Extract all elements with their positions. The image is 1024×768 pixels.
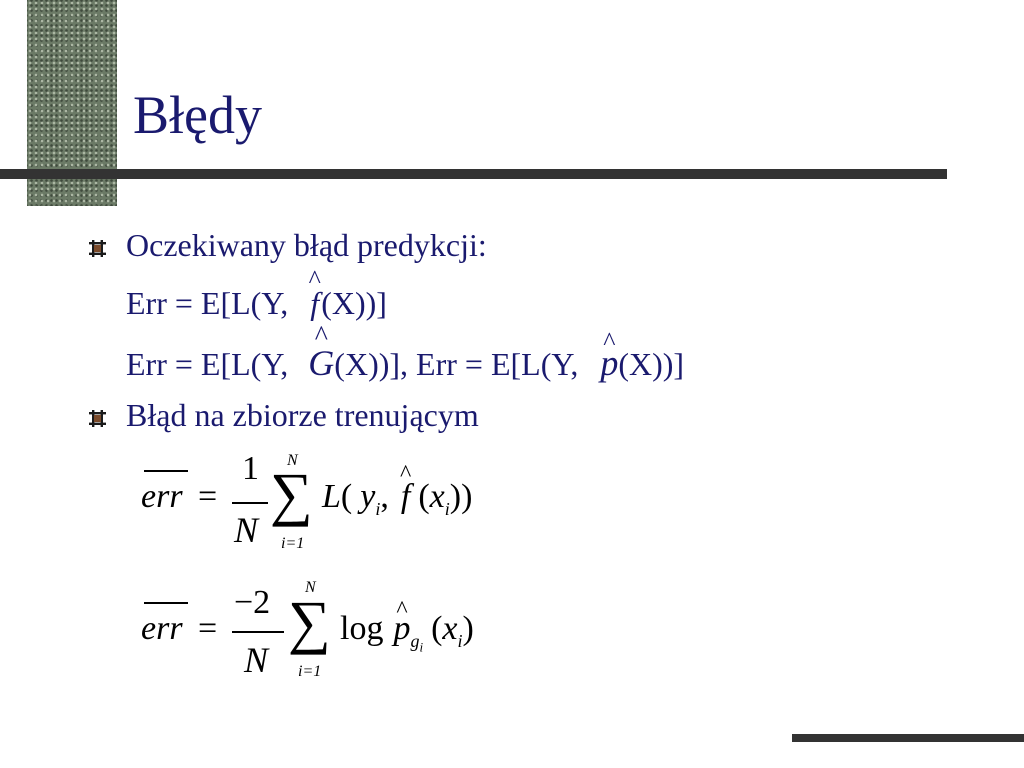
f-hat-symbol: ^f [400,462,411,515]
var-x: x [429,478,445,515]
hat-mark: ^ [308,265,321,294]
f-hat-letter: f [310,285,320,321]
f-hat-symbol: ^f [309,267,321,321]
hat-mark: ^ [396,597,408,623]
title-divider [0,169,947,179]
p-hat-letter: p [393,610,411,647]
var-x: x [442,610,458,647]
sub-i: i [375,498,381,519]
sum-lower-limit: i=1 [298,663,322,680]
sub-i: i [457,630,463,651]
loss-expression: L(yi,^f(xi)) [322,462,473,519]
hat-mark: ^ [603,327,616,356]
equals-sign: = [198,478,218,515]
slide-title: Błędy [133,85,262,145]
sub-i: i [444,498,450,519]
g-hat-letter: G [308,343,335,383]
lhs-overbar [144,470,188,472]
fraction-numerator: 1 [242,450,259,487]
bullet-icon [89,410,106,427]
hat-mark: ^ [314,321,328,352]
f-hat-letter: f [400,478,411,515]
paren-open: ( [418,478,430,515]
p-hat-symbol: ^p [393,598,411,647]
paren-open: ( [340,478,353,515]
bullet-text-expected-error: Oczekiwany błąd predykcji: [126,227,487,263]
lhs-overbar [144,602,188,604]
var-y: y [360,478,376,515]
paren-close: ) [462,610,474,647]
summation-symbol: ∑ [270,461,313,527]
sub-g-letter: g [410,630,420,651]
sum-lower-limit: i=1 [281,535,305,552]
fraction-numerator: −2 [234,584,271,621]
comma: , [380,478,389,515]
log-expression: log^pgi(xi) [340,598,474,655]
sum-upper-limit: N [287,452,298,469]
lhs-err: err [141,610,183,647]
fraction-bar [232,502,268,504]
sub-g: gi [410,630,424,655]
fraction-denominator: N [244,640,269,680]
formula-line-err-g-p: Err = E[L(Y, ^G(X))], Err = E[L(Y, ^p(X)… [126,323,685,383]
loss-L: L [322,478,341,515]
lhs-err: err [141,478,183,515]
formula-line-err-f-suffix: (X))] [321,285,387,321]
summation-symbol: ∑ [288,589,331,655]
hat-mark: ^ [399,461,412,487]
log-function: log [340,610,384,647]
formula-line-err-p-suffix: (X))] [618,346,685,382]
p-hat-letter: p [600,343,619,383]
sum-upper-limit: N [305,579,316,596]
formula-line-err-g-prefix: Err = E[L(Y, [126,346,297,382]
formula-line-err-f-prefix: Err = E[L(Y, [126,285,297,321]
fraction-denominator: N [234,510,259,550]
paren-open: ( [431,610,443,647]
g-hat-symbol: ^G [308,323,335,383]
footer-divider [792,734,1024,742]
p-hat-symbol: ^p [600,329,619,383]
formula-line-err-g-middle: (X))], Err = E[L(Y, [334,346,587,382]
sub-sub-i: i [419,639,424,655]
paren-close: )) [449,478,473,515]
equals-sign: = [198,610,218,647]
bullet-text-training-error: Błąd na zbiorze trenującym [126,397,479,433]
formula-line-err-f: Err = E[L(Y, ^f(X))] [126,267,387,321]
bullet-icon [89,240,106,257]
fraction-bar [232,631,284,633]
